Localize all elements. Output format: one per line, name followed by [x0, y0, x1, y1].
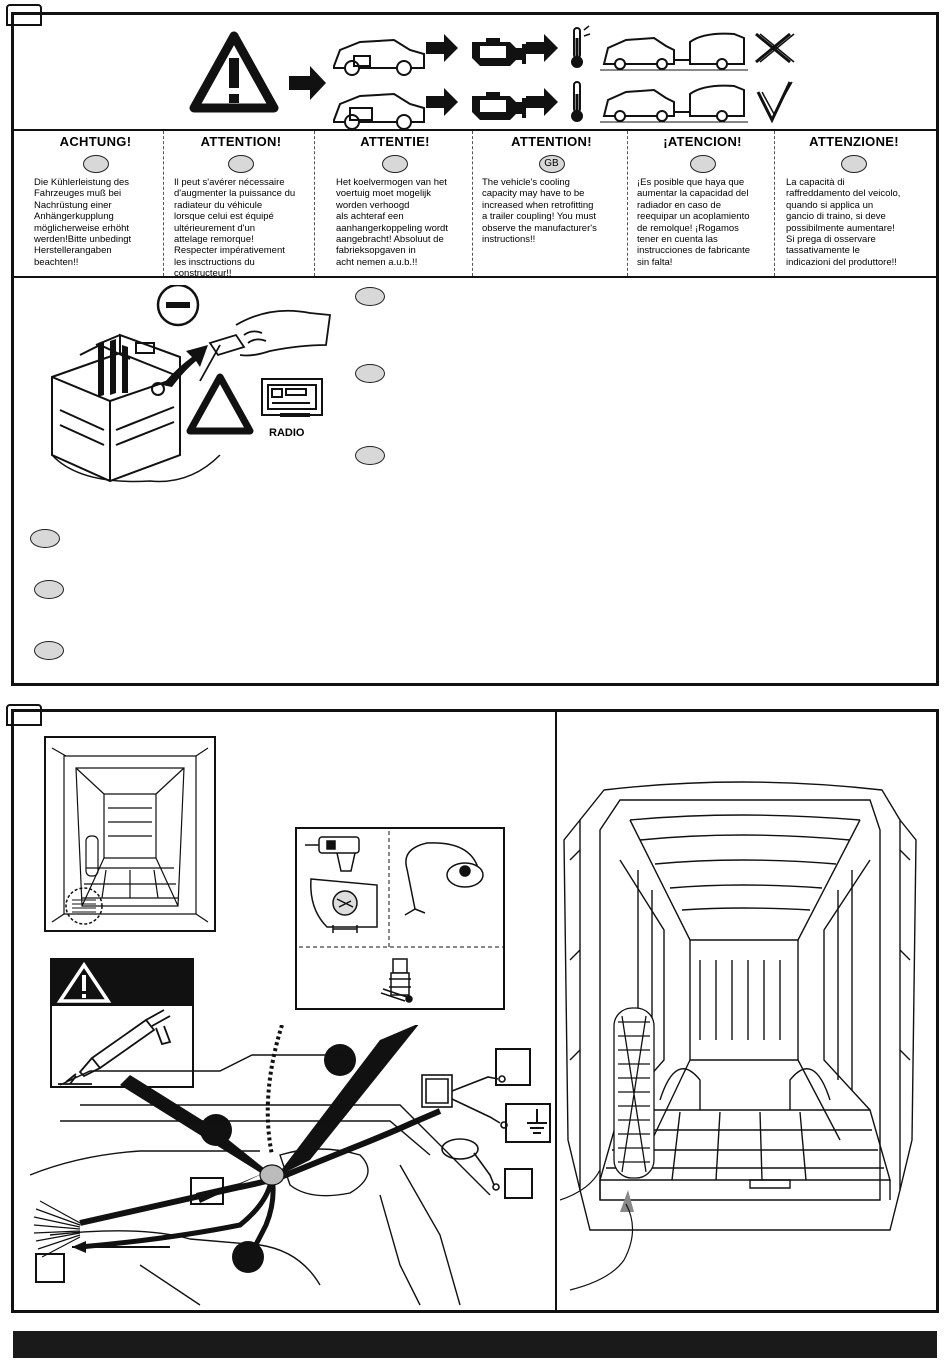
sealant-gun-icon — [58, 1009, 172, 1085]
warning-column-fr: ATTENTION! Il peut s'avérer nécessaire d… — [168, 131, 315, 279]
warning-header — [52, 960, 192, 1006]
language-badge — [689, 155, 716, 173]
panel-step-2 — [11, 709, 939, 1313]
warning-triangle-icon — [186, 373, 254, 435]
language-badge — [30, 529, 60, 548]
warning-column-nl: ATTENTIE! Het koelvermogen van het voert… — [318, 131, 473, 276]
language-badge — [355, 287, 385, 306]
warning-column-it: ATTENZIONE! La capacità di raffreddament… — [778, 131, 930, 276]
van-interior-icon — [51, 747, 209, 925]
callout-box — [495, 1048, 531, 1086]
warning-title: ATTENTION! — [511, 134, 592, 149]
footer-bar — [13, 1331, 937, 1358]
battery-disconnect-illustration — [51, 285, 332, 483]
warning-title: ¡ATENCION! — [663, 134, 742, 149]
car-with-trailer-icon — [600, 84, 748, 123]
warning-triangle-icon — [56, 961, 112, 1003]
ground-icon — [527, 1109, 547, 1134]
warning-text: Il peut s'avérer nécessaire d'augmenter … — [174, 177, 296, 280]
radio-icon — [261, 378, 323, 417]
divider — [555, 712, 557, 1310]
warning-text: ¡Es posible que haya que aumentar la cap… — [637, 177, 751, 268]
warning-text: The vehicle's cooling capacity may have … — [482, 177, 597, 246]
cross-icon — [755, 32, 795, 64]
car-with-trailer-icon — [600, 32, 748, 71]
vacuum-cleaner-icon — [404, 842, 484, 916]
step-tab-1 — [6, 4, 42, 26]
warning-column-es: ¡ATENCION! ¡Es posible que haya que aume… — [631, 131, 775, 276]
callout-box — [504, 1168, 533, 1199]
spare-wheel-icon — [613, 1007, 655, 1179]
language-badge — [382, 155, 408, 173]
language-badge — [355, 446, 385, 465]
van-thumbnail — [44, 736, 216, 932]
language-badge — [228, 155, 254, 173]
van-rear-interior-illustration — [560, 781, 917, 1291]
radio-label: RADIO — [269, 427, 305, 439]
warning-column-de: ACHTUNG! Die Kühlerleistung des Fahrzeug… — [28, 131, 164, 276]
warning-column-gb: ATTENTION! GB The vehicle's cooling capa… — [476, 131, 628, 276]
warning-text: Die Kühlerleistung des Fahrzeuges muß be… — [34, 177, 132, 268]
warning-title: ACHTUNG! — [59, 134, 132, 149]
warning-text: Het koelvermogen van het voertuig moet m… — [336, 177, 448, 268]
warning-title: ATTENTION! — [200, 134, 282, 149]
check-icon — [756, 81, 793, 124]
language-badge — [841, 155, 867, 173]
drill-icon — [305, 836, 360, 872]
callout-box — [35, 1253, 65, 1283]
warning-text: La capacità di raffreddamento del veicol… — [786, 177, 901, 268]
language-badge — [34, 580, 64, 599]
language-badge — [34, 641, 64, 660]
minus-icon — [156, 285, 200, 327]
language-badge — [82, 155, 109, 173]
cooling-warning-pictogram — [14, 25, 936, 131]
ground-symbol-box — [505, 1103, 551, 1143]
tools-box — [295, 827, 505, 1010]
language-badge — [355, 364, 385, 383]
thermometer-icon — [571, 25, 591, 68]
warning-title: ATTENTIE! — [360, 134, 430, 149]
divider — [14, 276, 936, 278]
car-icon — [333, 38, 425, 76]
arrow-icon — [162, 345, 208, 387]
engine-icon — [472, 92, 526, 120]
panel-step-1 — [11, 12, 939, 686]
wiring-harness-illustration — [29, 1025, 508, 1306]
sealant-warning-box — [50, 958, 194, 1088]
warning-triangle-icon — [189, 31, 279, 113]
warning-title: ATTENZIONE! — [809, 134, 899, 149]
arrow-icon — [289, 66, 326, 100]
language-badge: GB — [538, 155, 565, 173]
thermometer-icon — [571, 81, 583, 122]
car-icon — [333, 92, 425, 130]
glue-bottle-icon — [380, 958, 413, 1003]
hole-template-icon — [310, 878, 378, 933]
engine-icon — [472, 38, 526, 66]
tools-illustration — [299, 831, 503, 1003]
